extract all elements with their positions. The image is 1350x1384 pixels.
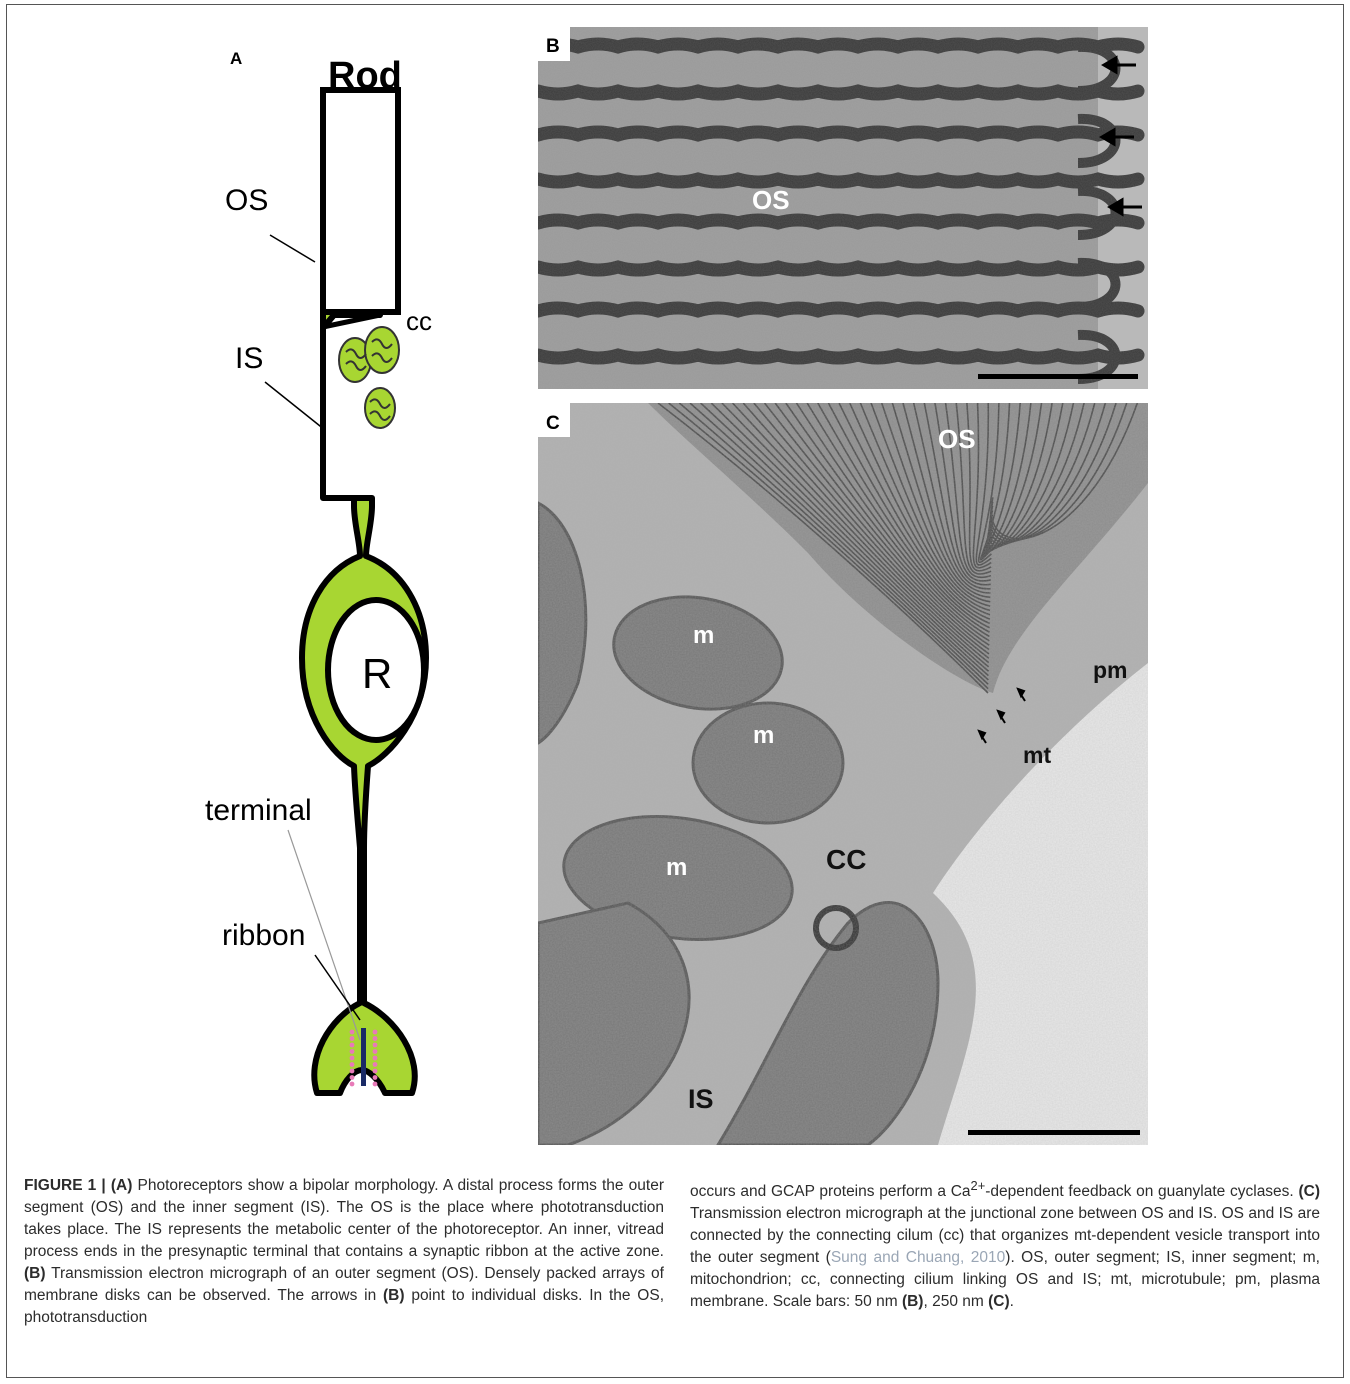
cc-label: cc	[406, 306, 432, 336]
panel-c-svg: C OS m m m pm mt CC IS	[538, 403, 1148, 1145]
mitochondria	[339, 327, 399, 428]
vesicle	[373, 1069, 378, 1074]
caption-right-column: occurs and GCAP proteins perform a Ca2+-…	[690, 1175, 1320, 1313]
panel-c-pm-label: pm	[1093, 657, 1128, 683]
vesicle	[350, 1056, 355, 1061]
vesicle	[350, 1062, 355, 1067]
caption-left-column: FIGURE 1 | (A) Photoreceptors show a bip…	[24, 1175, 664, 1329]
vesicle	[350, 1036, 355, 1041]
ref-a: (A)	[111, 1177, 133, 1194]
caption-end: .	[1010, 1293, 1014, 1310]
panel-c-letter: C	[546, 413, 560, 434]
scale-bar-c	[968, 1130, 1140, 1135]
vesicle	[373, 1030, 378, 1035]
panel-c-m-label-1: m	[693, 622, 714, 649]
panel-c-micrograph: C OS m m m pm mt CC IS	[538, 403, 1148, 1145]
panel-c-mt-label: mt	[1023, 742, 1051, 768]
ref-b-3: (B)	[902, 1293, 924, 1310]
figure-label: FIGURE 1 |	[24, 1177, 106, 1194]
synaptic-ribbon	[361, 1028, 366, 1086]
ref-b: (B)	[24, 1265, 46, 1282]
panel-c-is-label: IS	[688, 1084, 714, 1114]
vesicle	[373, 1049, 378, 1054]
panel-c-m-label-3: m	[666, 854, 687, 881]
rod-title: Rod	[328, 55, 402, 97]
vesicle	[373, 1082, 378, 1087]
terminal-label: terminal	[205, 794, 312, 827]
caption-superscript: 2+	[971, 1178, 986, 1193]
panel-b-micrograph: B OS	[538, 27, 1148, 389]
panel-b-letter: B	[546, 36, 560, 57]
scale-bar-b	[978, 374, 1138, 379]
panel-b-svg: B OS	[538, 27, 1148, 389]
ref-c-2: (C)	[988, 1293, 1010, 1310]
caption-sep: , 250 nm	[923, 1293, 988, 1310]
caption-right-text-2: -dependent feedback on guanylate cyclase…	[985, 1183, 1298, 1200]
ribbon-label: ribbon	[222, 919, 305, 952]
os-label: OS	[225, 184, 268, 217]
vesicle	[350, 1069, 355, 1074]
ref-c: (C)	[1298, 1183, 1320, 1200]
ref-b-2: (B)	[383, 1287, 405, 1304]
panel-c-cc-label: CC	[826, 844, 866, 875]
vesicle	[350, 1043, 355, 1048]
vesicle	[373, 1075, 378, 1080]
vesicle	[350, 1082, 355, 1087]
is-label: IS	[235, 342, 263, 375]
vesicle	[373, 1036, 378, 1041]
panel-c-os-label: OS	[938, 424, 976, 454]
vesicle	[350, 1049, 355, 1054]
vesicle	[350, 1030, 355, 1035]
vesicle	[373, 1043, 378, 1048]
panel-c-m-label-2: m	[753, 722, 774, 749]
panel-a-rod-diagram: R Rod A OS IS cc terminal ribbon	[150, 30, 480, 1100]
vesicle	[373, 1056, 378, 1061]
citation-link[interactable]: Sung and Chuang, 2010	[831, 1249, 1005, 1266]
panel-a-letter: A	[230, 49, 242, 68]
rod-diagram-svg: R Rod A OS IS cc terminal ribbon	[150, 30, 480, 1100]
caption-right-text-1: occurs and GCAP proteins perform a Ca	[690, 1183, 971, 1200]
panel-b-os-label: OS	[752, 185, 790, 215]
vesicle	[373, 1062, 378, 1067]
vesicle	[350, 1075, 355, 1080]
nucleus-label: R	[362, 650, 392, 697]
